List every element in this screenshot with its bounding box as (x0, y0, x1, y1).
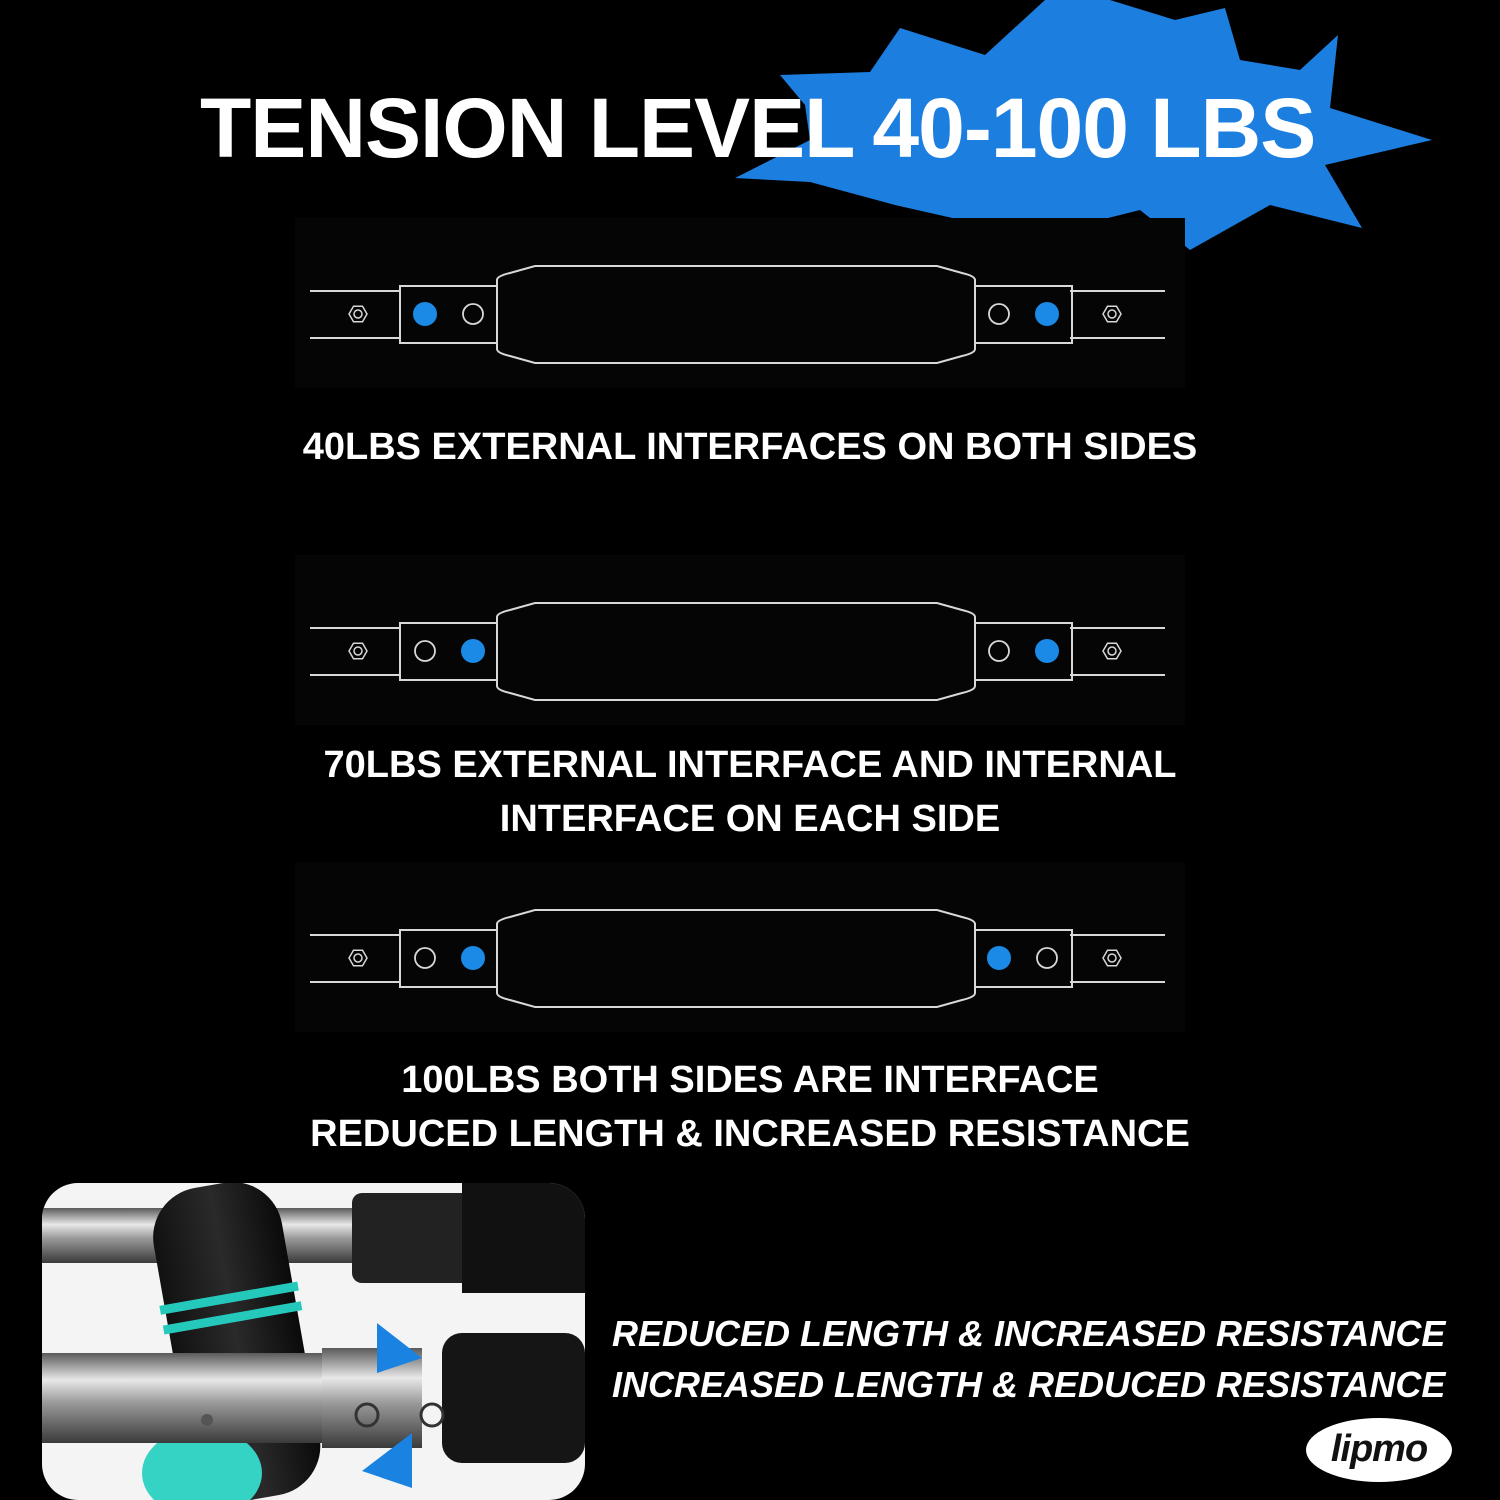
tension-diagram-70lbs (295, 555, 1185, 725)
caption-line: 70LBS EXTERNAL INTERFACE AND INTERNAL (323, 744, 1177, 786)
arrow-icon (377, 1323, 422, 1373)
tension-diagram-40lbs (295, 218, 1185, 388)
filled-hole-icon (413, 302, 437, 326)
filled-hole-icon (461, 946, 485, 970)
filled-hole-icon (1035, 302, 1059, 326)
hex-nut-icon (348, 305, 368, 323)
hex-nut-icon (348, 642, 368, 660)
empty-hole-icon (414, 640, 436, 662)
caption-100lbs: 100LBS BOTH SIDES ARE INTERFACE REDUCED … (0, 1053, 1500, 1161)
empty-hole-icon (462, 303, 484, 325)
hex-nut-icon (1102, 305, 1122, 323)
caption-70lbs: 70LBS EXTERNAL INTERFACE AND INTERNAL IN… (0, 738, 1500, 846)
empty-hole-icon (1036, 947, 1058, 969)
filled-hole-icon (1035, 639, 1059, 663)
empty-hole-icon (414, 947, 436, 969)
hex-nut-icon (1102, 949, 1122, 967)
adjustment-notes: REDUCED LENGTH & INCREASED RESISTANCE IN… (612, 1308, 1445, 1410)
empty-hole-icon (988, 303, 1010, 325)
arrow-icon (362, 1433, 412, 1488)
caption-40lbs: 40LBS EXTERNAL INTERFACES ON BOTH SIDES (0, 420, 1500, 474)
tension-diagram-100lbs (295, 862, 1185, 1032)
starburst-background (735, 0, 1432, 250)
caption-line: 100LBS BOTH SIDES ARE INTERFACE (401, 1059, 1099, 1101)
hex-nut-icon (348, 949, 368, 967)
hex-nut-icon (1102, 642, 1122, 660)
caption-line: REDUCED LENGTH & INCREASED RESISTANCE (310, 1113, 1190, 1155)
main-tube (496, 602, 976, 701)
main-tube (496, 265, 976, 364)
main-tube (496, 909, 976, 1008)
caption-line: INTERFACE ON EACH SIDE (499, 798, 1001, 840)
adjustment-line-1: REDUCED LENGTH & INCREASED RESISTANCE (612, 1313, 1446, 1354)
title-prefix: TENSION LEVEL (200, 81, 855, 175)
empty-hole-icon (988, 640, 1010, 662)
product-closeup-photo (42, 1183, 585, 1500)
title-highlight: 40-100 LBS (872, 81, 1316, 175)
caption-line: 40LBS EXTERNAL INTERFACES ON BOTH SIDES (302, 426, 1198, 468)
brand-logo: lipmo (1306, 1418, 1452, 1482)
filled-hole-icon (987, 946, 1011, 970)
adjustment-line-2: INCREASED LENGTH & REDUCED RESISTANCE (612, 1364, 1446, 1405)
filled-hole-icon (461, 639, 485, 663)
